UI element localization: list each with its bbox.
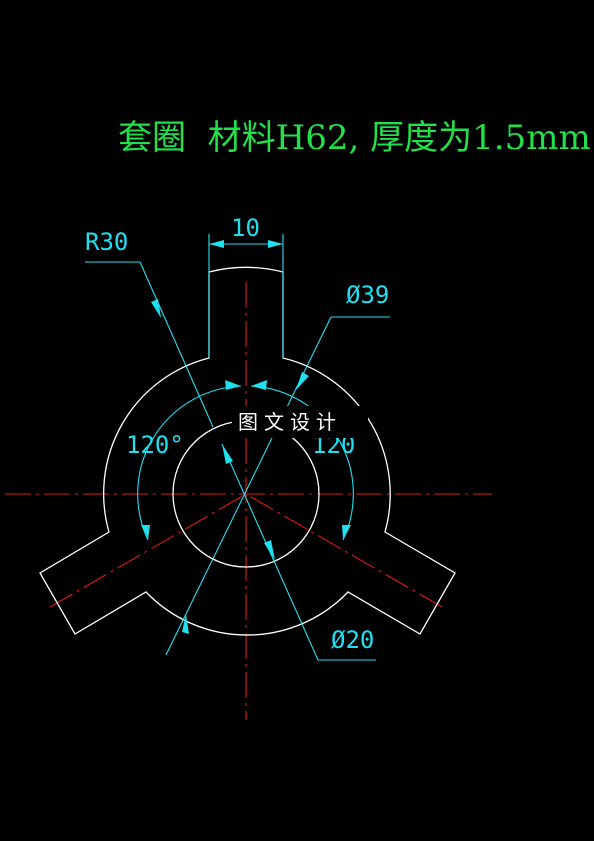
drawing-title: 套圈 材料H62, 厚度为1.5mm — [118, 118, 591, 158]
arrowhead — [296, 372, 309, 390]
arrowhead — [251, 380, 267, 390]
outer-radius-label: R30 — [85, 228, 128, 256]
angle-arc-right — [250, 385, 354, 541]
arrowhead — [182, 614, 189, 634]
outer-diameter-dimension: Ø39 — [165, 281, 390, 656]
arrowhead — [141, 525, 150, 540]
right-slot-axis — [245, 493, 443, 608]
watermark-background — [232, 406, 368, 438]
arrowhead — [264, 540, 275, 560]
angle-label-left: 120° — [126, 431, 184, 459]
radius-leader — [139, 261, 214, 428]
arrowhead — [222, 444, 233, 464]
outer-diameter-label: Ø39 — [346, 281, 389, 309]
arrowhead — [151, 299, 161, 318]
watermark-text: 图文设计 — [238, 410, 342, 434]
arrowhead — [225, 380, 241, 390]
slot-width-label: 10 — [231, 214, 260, 242]
arrowhead — [342, 525, 351, 540]
arrowhead — [268, 240, 283, 248]
radius-dimension: R30 — [85, 228, 214, 428]
slot-width-dimension: 10 — [208, 214, 284, 358]
arrowhead — [209, 240, 224, 248]
watermark: 图文设计 — [232, 406, 368, 438]
inner-diameter-dimension: Ø20 — [221, 443, 376, 661]
left-slot-axis — [49, 493, 247, 608]
angle-arc-left — [137, 385, 242, 541]
angle-dimensions: 120° 120 — [126, 380, 355, 541]
center-lines — [5, 282, 492, 720]
inner-diameter-label: Ø20 — [331, 626, 374, 654]
